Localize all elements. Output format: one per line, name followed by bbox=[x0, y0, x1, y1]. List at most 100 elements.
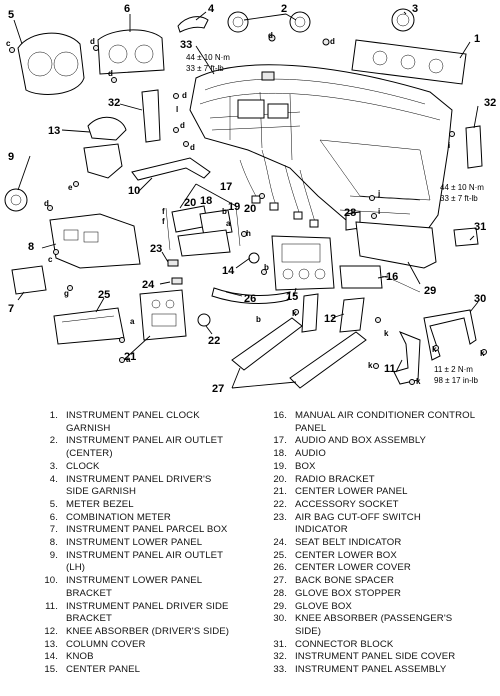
driver-side-bracket-part bbox=[301, 293, 319, 333]
side-cover-right-part bbox=[465, 125, 483, 169]
callout-20-a: 20 bbox=[184, 197, 196, 209]
legend-entry: 16.MANUAL AIR CONDITIONER CONTROL PANEL bbox=[255, 410, 475, 435]
legend-text: CENTER LOWER COVER bbox=[295, 562, 411, 574]
callout-4: 4 bbox=[208, 3, 215, 15]
legend-number: 29. bbox=[273, 600, 287, 612]
legend-entry: 9.INSTRUMENT PANEL AIR OUTLET (LH) bbox=[26, 550, 231, 575]
torque-spec-2-nm: 44 ± 10 N·m bbox=[440, 183, 484, 192]
legend-entry: 10.INSTRUMENT LOWER PANEL BRACKET bbox=[26, 575, 231, 600]
letter-k-1: k bbox=[292, 309, 297, 318]
callout-13: 13 bbox=[48, 125, 60, 137]
legend-text: KNEE ABSORBER (PASSENGER'S SIDE) bbox=[295, 613, 453, 637]
callout-20-b: 20 bbox=[244, 203, 256, 215]
leader-lines bbox=[13, 11, 479, 389]
legend-text: INSTRUMENT PANEL CLOCK GARNISH bbox=[66, 410, 200, 434]
legend-text: KNEE ABSORBER (DRIVER'S SIDE) bbox=[66, 625, 230, 637]
legend-number: 27. bbox=[273, 575, 287, 587]
fastener-letters: c d d d d d d d d l i e f f b a h j i c … bbox=[6, 31, 485, 386]
legend-text: INSTRUMENT PANEL AIR OUTLET (LH) bbox=[66, 549, 223, 574]
legend-number: 33. bbox=[273, 664, 287, 676]
exploded-parts-diagram: 1 2 3 4 5 6 7 8 9 10 11 12 13 14 15 16 1… bbox=[4, 3, 496, 395]
letter-b-1: b bbox=[222, 207, 227, 216]
letter-d-2: d bbox=[108, 69, 113, 78]
knee-absorber-bracket-part bbox=[393, 331, 421, 385]
callout-32-a: 32 bbox=[108, 97, 120, 109]
legend-text: GLOVE BOX STOPPER bbox=[295, 587, 402, 599]
legend-number: 12. bbox=[44, 625, 58, 637]
letter-a-1: a bbox=[226, 219, 231, 228]
legend-text: BACK BONE SPACER bbox=[295, 575, 394, 587]
callout-31: 31 bbox=[474, 221, 486, 233]
callout-18: 18 bbox=[200, 195, 212, 207]
legend-text: CLOCK bbox=[66, 460, 100, 472]
back-bone-spacer-parts bbox=[231, 317, 367, 389]
callout-25: 25 bbox=[98, 289, 110, 301]
legend-text: METER BEZEL bbox=[66, 498, 134, 510]
legend-number: 28. bbox=[273, 587, 287, 599]
callout-10: 10 bbox=[128, 185, 140, 197]
center-lower-cover-part bbox=[211, 287, 291, 304]
callout-19: 19 bbox=[228, 201, 240, 213]
callout-12: 12 bbox=[324, 313, 336, 325]
legend-number: 7. bbox=[49, 524, 58, 536]
legend-number: 1. bbox=[49, 410, 58, 421]
callout-2: 2 bbox=[281, 3, 287, 15]
legend-text: KNOB bbox=[66, 651, 94, 663]
legend-entry: 24.SEAT BELT INDICATOR bbox=[255, 537, 475, 550]
legend-text: ACCESSORY SOCKET bbox=[295, 498, 399, 510]
callout-3: 3 bbox=[412, 3, 418, 15]
legend-number: 30. bbox=[273, 613, 287, 625]
callout-24: 24 bbox=[142, 279, 155, 291]
legend-entry: 20.RADIO BRACKET bbox=[255, 474, 475, 487]
center-lower-panel-part bbox=[139, 289, 187, 341]
callout-33: 33 bbox=[180, 39, 192, 51]
legend-number: 15. bbox=[44, 664, 58, 676]
legend-number: 31. bbox=[273, 638, 287, 650]
seatbelt-indicator-part bbox=[171, 277, 183, 285]
letter-d-5: d bbox=[330, 37, 335, 46]
ac-control-panel-part bbox=[339, 265, 421, 293]
connector-block-part bbox=[453, 227, 479, 247]
letter-f-2: f bbox=[162, 217, 165, 226]
legend-text: AUDIO bbox=[295, 448, 326, 460]
legend-entry: 30. KNEE ABSORBER (PASSENGER'S SIDE) bbox=[255, 613, 475, 638]
legend-number: 20. bbox=[273, 473, 287, 485]
legend-number: 26. bbox=[273, 562, 287, 574]
letter-i-1: i bbox=[448, 141, 450, 150]
legend-text: COLUMN COVER bbox=[66, 638, 146, 650]
legend-number: 32. bbox=[273, 651, 287, 663]
letter-a-2: a bbox=[130, 317, 135, 326]
air-outlet-lh-part bbox=[4, 188, 28, 212]
callout-11: 11 bbox=[384, 363, 396, 375]
callout-22: 22 bbox=[208, 335, 220, 347]
parcel-box-part bbox=[11, 265, 47, 295]
letter-g-1: g bbox=[64, 289, 69, 298]
letter-d-6: d bbox=[180, 121, 185, 130]
legend-entry: 33.INSTRUMENT PANEL ASSEMBLY bbox=[255, 664, 475, 677]
legend-number: 11. bbox=[45, 600, 58, 612]
legend-text: INSTRUMENT PANEL PARCEL BOX bbox=[66, 524, 228, 536]
callout-8: 8 bbox=[28, 241, 34, 253]
legend-text: AUDIO AND BOX ASSEMBLY bbox=[295, 435, 427, 447]
letter-d-8: d bbox=[190, 143, 195, 152]
callout-17: 17 bbox=[220, 181, 232, 193]
clock-garnish-part bbox=[351, 39, 467, 85]
letter-a-3: a bbox=[126, 355, 131, 364]
letter-d-7: d bbox=[44, 199, 49, 208]
letter-f-1: f bbox=[162, 207, 165, 216]
legend-number: 17. bbox=[273, 435, 287, 447]
legend-text: CONNECTOR BLOCK bbox=[295, 638, 394, 650]
legend-text: COMBINATION METER bbox=[66, 511, 171, 523]
callout-6: 6 bbox=[124, 3, 130, 15]
instrument-panel-assembly bbox=[189, 64, 453, 241]
legend-text: INSTRUMENT LOWER PANEL BRACKET bbox=[66, 575, 202, 599]
legend-text: INSTRUMENT PANEL DRIVER'S SIDE GARNISH bbox=[66, 473, 212, 498]
legend-text: AIR BAG CUT-OFF SWITCH INDICATOR bbox=[295, 511, 421, 536]
knee-absorber-driver-part bbox=[339, 297, 365, 333]
legend-number: 5. bbox=[49, 498, 58, 510]
legend-number: 18. bbox=[273, 448, 287, 460]
legend-entry: 7. INSTRUMENT PANEL PARCEL BOX bbox=[26, 524, 231, 537]
legend-text: BOX bbox=[295, 460, 316, 472]
fastener-markers bbox=[9, 45, 487, 385]
